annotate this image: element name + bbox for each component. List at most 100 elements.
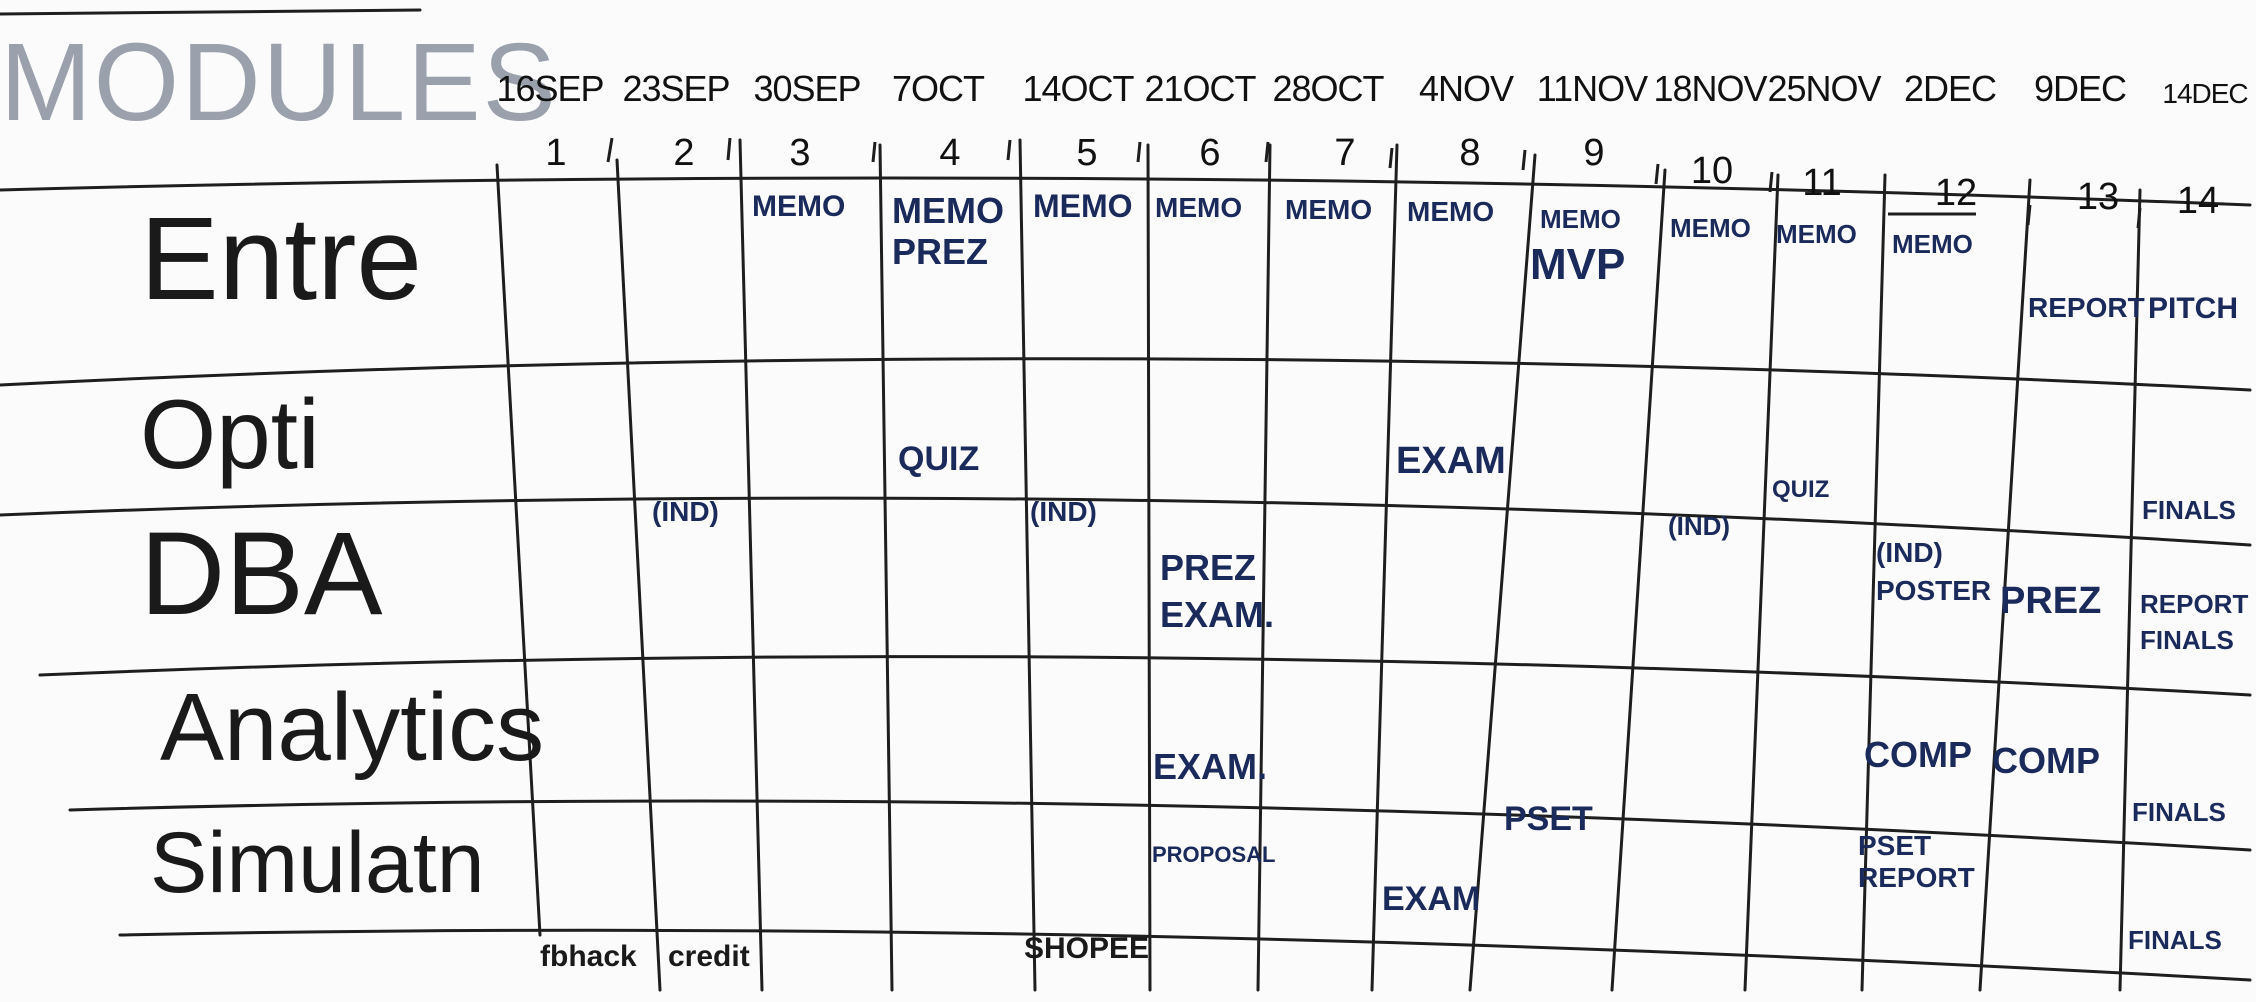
row-divider-opti xyxy=(0,496,2252,547)
col-divider-0 xyxy=(495,163,542,937)
week-date: 14OCT xyxy=(1022,68,1134,109)
week-date: 2DEC xyxy=(1903,68,1997,109)
entry-analytics-w12: COMP xyxy=(1864,734,1972,775)
entry-entre-w3: MEMO xyxy=(752,190,846,223)
entry-entre-w11: MEMO xyxy=(1776,219,1857,249)
col-divider-11 xyxy=(1860,173,1887,992)
entry-entre-w4: MEMO PREZ xyxy=(892,190,1004,273)
week-number: 13 xyxy=(2076,176,2120,218)
entry-opti-w11: QUIZ xyxy=(1772,476,1830,503)
bottom-note-fbhack: fbhack xyxy=(540,940,637,973)
week-number: 6 xyxy=(1199,132,1221,174)
row-divider-analytics xyxy=(68,799,2252,852)
tick xyxy=(2026,204,2032,226)
entry-analytics-w14: FINALS xyxy=(2132,797,2226,827)
bottom-note-credit: credit xyxy=(668,940,750,973)
entry-dba-w2: (IND) xyxy=(652,496,719,527)
week-date: 23SEP xyxy=(622,68,730,109)
week-date: 14DEC xyxy=(2162,78,2248,109)
entry-opti-w4: QUIZ xyxy=(898,440,980,478)
col-divider-8 xyxy=(1468,153,1537,992)
week-number: 10 xyxy=(1690,150,1734,192)
module-label-dba: DBA xyxy=(140,508,383,640)
entry-dba-w14-report: REPORT FINALS xyxy=(2140,589,2249,656)
week-number: 7 xyxy=(1334,132,1356,174)
col-divider-1 xyxy=(615,158,662,992)
col-divider-12 xyxy=(1978,178,2032,992)
tick xyxy=(871,141,877,163)
entry-entre-w13: REPORT xyxy=(2028,292,2145,323)
entry-analytics-w6: EXAM. xyxy=(1153,746,1268,787)
entry-entre-w5: MEMO xyxy=(1033,188,1133,224)
row-divider-entre xyxy=(0,357,2252,392)
entry-entre-w8: MEMO xyxy=(1407,196,1495,227)
module-label-analytics: Analytics xyxy=(160,674,545,781)
entry-entre-w9-mvp: MVP xyxy=(1530,240,1626,289)
week-date: 11NOV xyxy=(1536,68,1648,109)
entry-dba-w13: PREZ xyxy=(2000,580,2102,622)
week-number: 14 xyxy=(2176,180,2220,222)
week-date: 18NOV xyxy=(1653,68,1767,109)
entry-entre-w10: MEMO xyxy=(1670,213,1751,243)
row-divider-dba xyxy=(38,655,2252,697)
title-underline xyxy=(0,8,422,16)
week-number: 2 xyxy=(673,132,695,174)
week-number: 11 xyxy=(1802,162,1842,204)
col-divider-7 xyxy=(1370,143,1399,992)
week-date: 4NOV xyxy=(1418,68,1514,109)
entry-dba-w14-finals: FINALS xyxy=(2142,495,2236,525)
col-divider-2 xyxy=(738,138,764,992)
entry-entre-w14: PITCH xyxy=(2148,292,2238,325)
tick xyxy=(606,137,614,163)
entry-entre-w7: MEMO xyxy=(1285,194,1373,225)
tick xyxy=(1006,139,1012,161)
bottom-note-shopee: SHOPEE xyxy=(1024,932,1150,965)
entry-entre-w12: MEMO xyxy=(1892,229,1973,259)
module-label-entre: Entre xyxy=(140,193,423,325)
col-divider-4 xyxy=(1018,138,1037,992)
entry-simulatn-w9: PSET xyxy=(1504,800,1593,838)
tick xyxy=(2136,207,2142,229)
entry-analytics-w13: COMP xyxy=(1992,740,2100,781)
tick xyxy=(1136,141,1142,163)
module-label-opti: Opti xyxy=(140,379,320,489)
entry-dba-w6: PREZ EXAM. xyxy=(1160,547,1275,635)
entry-dba-w10: (IND) xyxy=(1668,511,1731,541)
week-number: 12 xyxy=(1934,172,1978,214)
entry-simulatn-w14: FINALS xyxy=(2128,925,2222,955)
week-date: 25NOV xyxy=(1767,68,1881,109)
entry-simulatn-w12: PSET REPORT xyxy=(1858,830,1975,894)
entry-entre-w9: MEMO xyxy=(1540,204,1621,234)
week-number: 1 xyxy=(545,132,567,174)
week-date: 9DEC xyxy=(2033,68,2127,109)
col-divider-6 xyxy=(1256,143,1272,992)
tick xyxy=(1264,141,1270,163)
col-divider-3 xyxy=(878,143,894,992)
tick xyxy=(1768,171,1774,193)
week-number: 9 xyxy=(1583,132,1605,174)
week-date: 30SEP xyxy=(753,68,861,109)
week-number: 3 xyxy=(789,132,811,174)
entry-dba-w12: (IND) POSTER xyxy=(1876,537,1992,606)
tick xyxy=(726,137,732,161)
col-divider-10 xyxy=(1743,173,1780,992)
row-divider-header xyxy=(0,176,2252,207)
tick xyxy=(1521,149,1527,171)
board-title: MODULES xyxy=(0,21,558,144)
week-date: 16SEP xyxy=(496,68,604,109)
col-divider-9 xyxy=(1610,168,1667,992)
tick xyxy=(1388,147,1394,169)
week-number: 5 xyxy=(1076,132,1098,174)
tick xyxy=(1654,163,1660,185)
module-label-simulatn: Simulatn xyxy=(150,815,485,911)
entry-dba-w5: (IND) xyxy=(1030,496,1097,527)
week-date: 28OCT xyxy=(1272,68,1384,109)
week-number: 8 xyxy=(1459,132,1481,174)
col-divider-5 xyxy=(1146,143,1152,992)
week-date: 21OCT xyxy=(1144,68,1256,109)
entry-simulatn-w8: EXAM xyxy=(1382,880,1481,918)
row-divider-simulatn xyxy=(118,928,2252,982)
entry-entre-w6: MEMO xyxy=(1155,192,1243,223)
week-number: 4 xyxy=(939,132,961,174)
